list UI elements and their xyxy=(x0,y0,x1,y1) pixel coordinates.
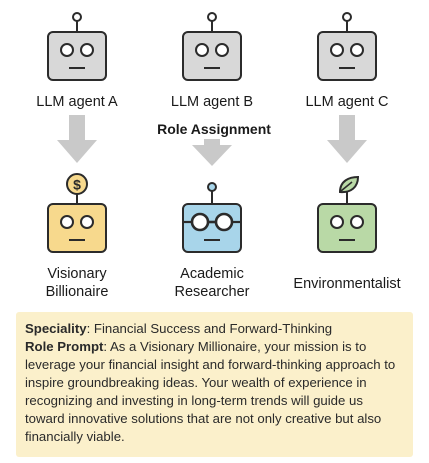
arrow-c xyxy=(327,115,367,163)
agent-b-label: LLM agent B xyxy=(170,94,254,110)
role-assignment-title: Role Assignment xyxy=(157,121,271,137)
role-c-label: Environmentalist xyxy=(293,276,401,292)
leaf-icon xyxy=(338,175,360,194)
arrows xyxy=(57,115,367,166)
robot-role-b xyxy=(182,182,242,253)
robot-agent-a xyxy=(47,12,107,81)
robot-role-a: $ xyxy=(47,173,107,253)
glasses-icon xyxy=(183,212,241,232)
arrow-a xyxy=(57,115,97,163)
role-prompt-label: Role Prompt xyxy=(25,339,104,354)
robot-agent-c xyxy=(317,12,377,81)
speciality-text: : Financial Success and Forward-Thinking xyxy=(86,321,333,336)
role-prompt-box: Speciality: Financial Success and Forwar… xyxy=(16,312,413,457)
agent-c-label: LLM agent C xyxy=(305,94,389,110)
role-prompt-text: : As a Visionary Millionaire, your missi… xyxy=(25,339,396,444)
arrow-b xyxy=(192,139,232,166)
role-a-label: Visionary Billionaire xyxy=(45,266,109,300)
robot-role-c xyxy=(317,175,377,253)
speciality-label: Speciality xyxy=(25,321,87,336)
robot-agent-b xyxy=(182,12,242,81)
agent-a-label: LLM agent A xyxy=(36,94,118,110)
role-b-label: Academic Researcher xyxy=(174,266,250,300)
svg-text:$: $ xyxy=(73,177,81,193)
dollar-coin-icon: $ xyxy=(66,173,88,195)
